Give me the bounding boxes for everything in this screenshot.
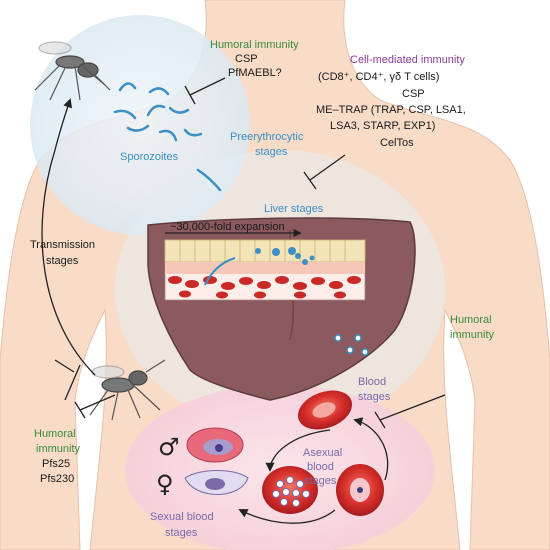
cell-mediated-title: Cell-mediated immunity (350, 54, 465, 66)
sporozoites-label: Sporozoites (120, 151, 179, 163)
expansion-label: ~30,000-fold expansion (170, 221, 285, 233)
male-symbol: ♂ (158, 433, 180, 461)
mosquito-top (34, 41, 111, 101)
preerythrocytic-label-2: stages (255, 146, 288, 158)
humoral-right-line1: Humoral (450, 314, 492, 326)
mosquito-bottom (89, 359, 166, 421)
female-symbol: ♀ (156, 470, 174, 498)
preerythrocytic-label-1: Preerythrocytic (230, 131, 304, 143)
cell-mediated-line3: ME–TRAP (TRAP, CSP, LSA1, (316, 104, 466, 116)
merozoites (334, 334, 369, 356)
humoral-top-line1: CSP (235, 53, 258, 65)
blood-stages-label-1: Blood (358, 376, 386, 388)
sexual-arrow (238, 509, 336, 524)
asexual-cycle-arrow (265, 429, 331, 472)
humoral-bottom-line1: Humoral (34, 428, 76, 440)
asexual-label-1: Asexual (303, 447, 342, 459)
rbc-bottom-right (336, 464, 384, 516)
blood-stages-label-2: stages (358, 391, 391, 403)
rbc-top (297, 390, 353, 430)
asexual-label-2: blood (307, 461, 334, 473)
asexual-cycle-arrow-2 (353, 417, 389, 481)
sporozoites (113, 82, 222, 192)
asexual-label-3: stages (304, 475, 337, 487)
cell-mediated-line1: (CD8⁺, CD4⁺, γδ T cells) (318, 71, 439, 83)
humoral-bottom-line3: Pfs25 (42, 458, 70, 470)
humoral-top-title: Humoral immunity (210, 39, 299, 51)
humoral-top-line2: PfMAEBL? (228, 67, 282, 79)
humoral-bottom-line4: Pfs230 (40, 473, 74, 485)
transmission-label-2: stages (46, 255, 79, 267)
cell-mediated-line4: LSA3, STARP, EXP1) (330, 120, 435, 132)
sexual-label-2: stages (165, 527, 198, 539)
gametocyte-male (186, 427, 244, 463)
liver-tissue-inset (164, 239, 366, 301)
rbc-schizont (262, 466, 318, 514)
liver-stages-label: Liver stages (264, 203, 324, 215)
cell-mediated-line5: CelTos (380, 137, 414, 149)
cell-mediated-line2: CSP (402, 88, 425, 100)
transmission-label-1: Transmission (30, 239, 95, 251)
gametocyte-female (184, 470, 249, 495)
sexual-label-1: Sexual blood (150, 511, 214, 523)
transmission-arrow (41, 98, 96, 376)
humoral-bottom-line2: immunity (36, 443, 81, 455)
blood-stage-region (125, 385, 435, 550)
inhibition-lines (54, 77, 446, 429)
humoral-right-line2: immunity (450, 329, 495, 341)
